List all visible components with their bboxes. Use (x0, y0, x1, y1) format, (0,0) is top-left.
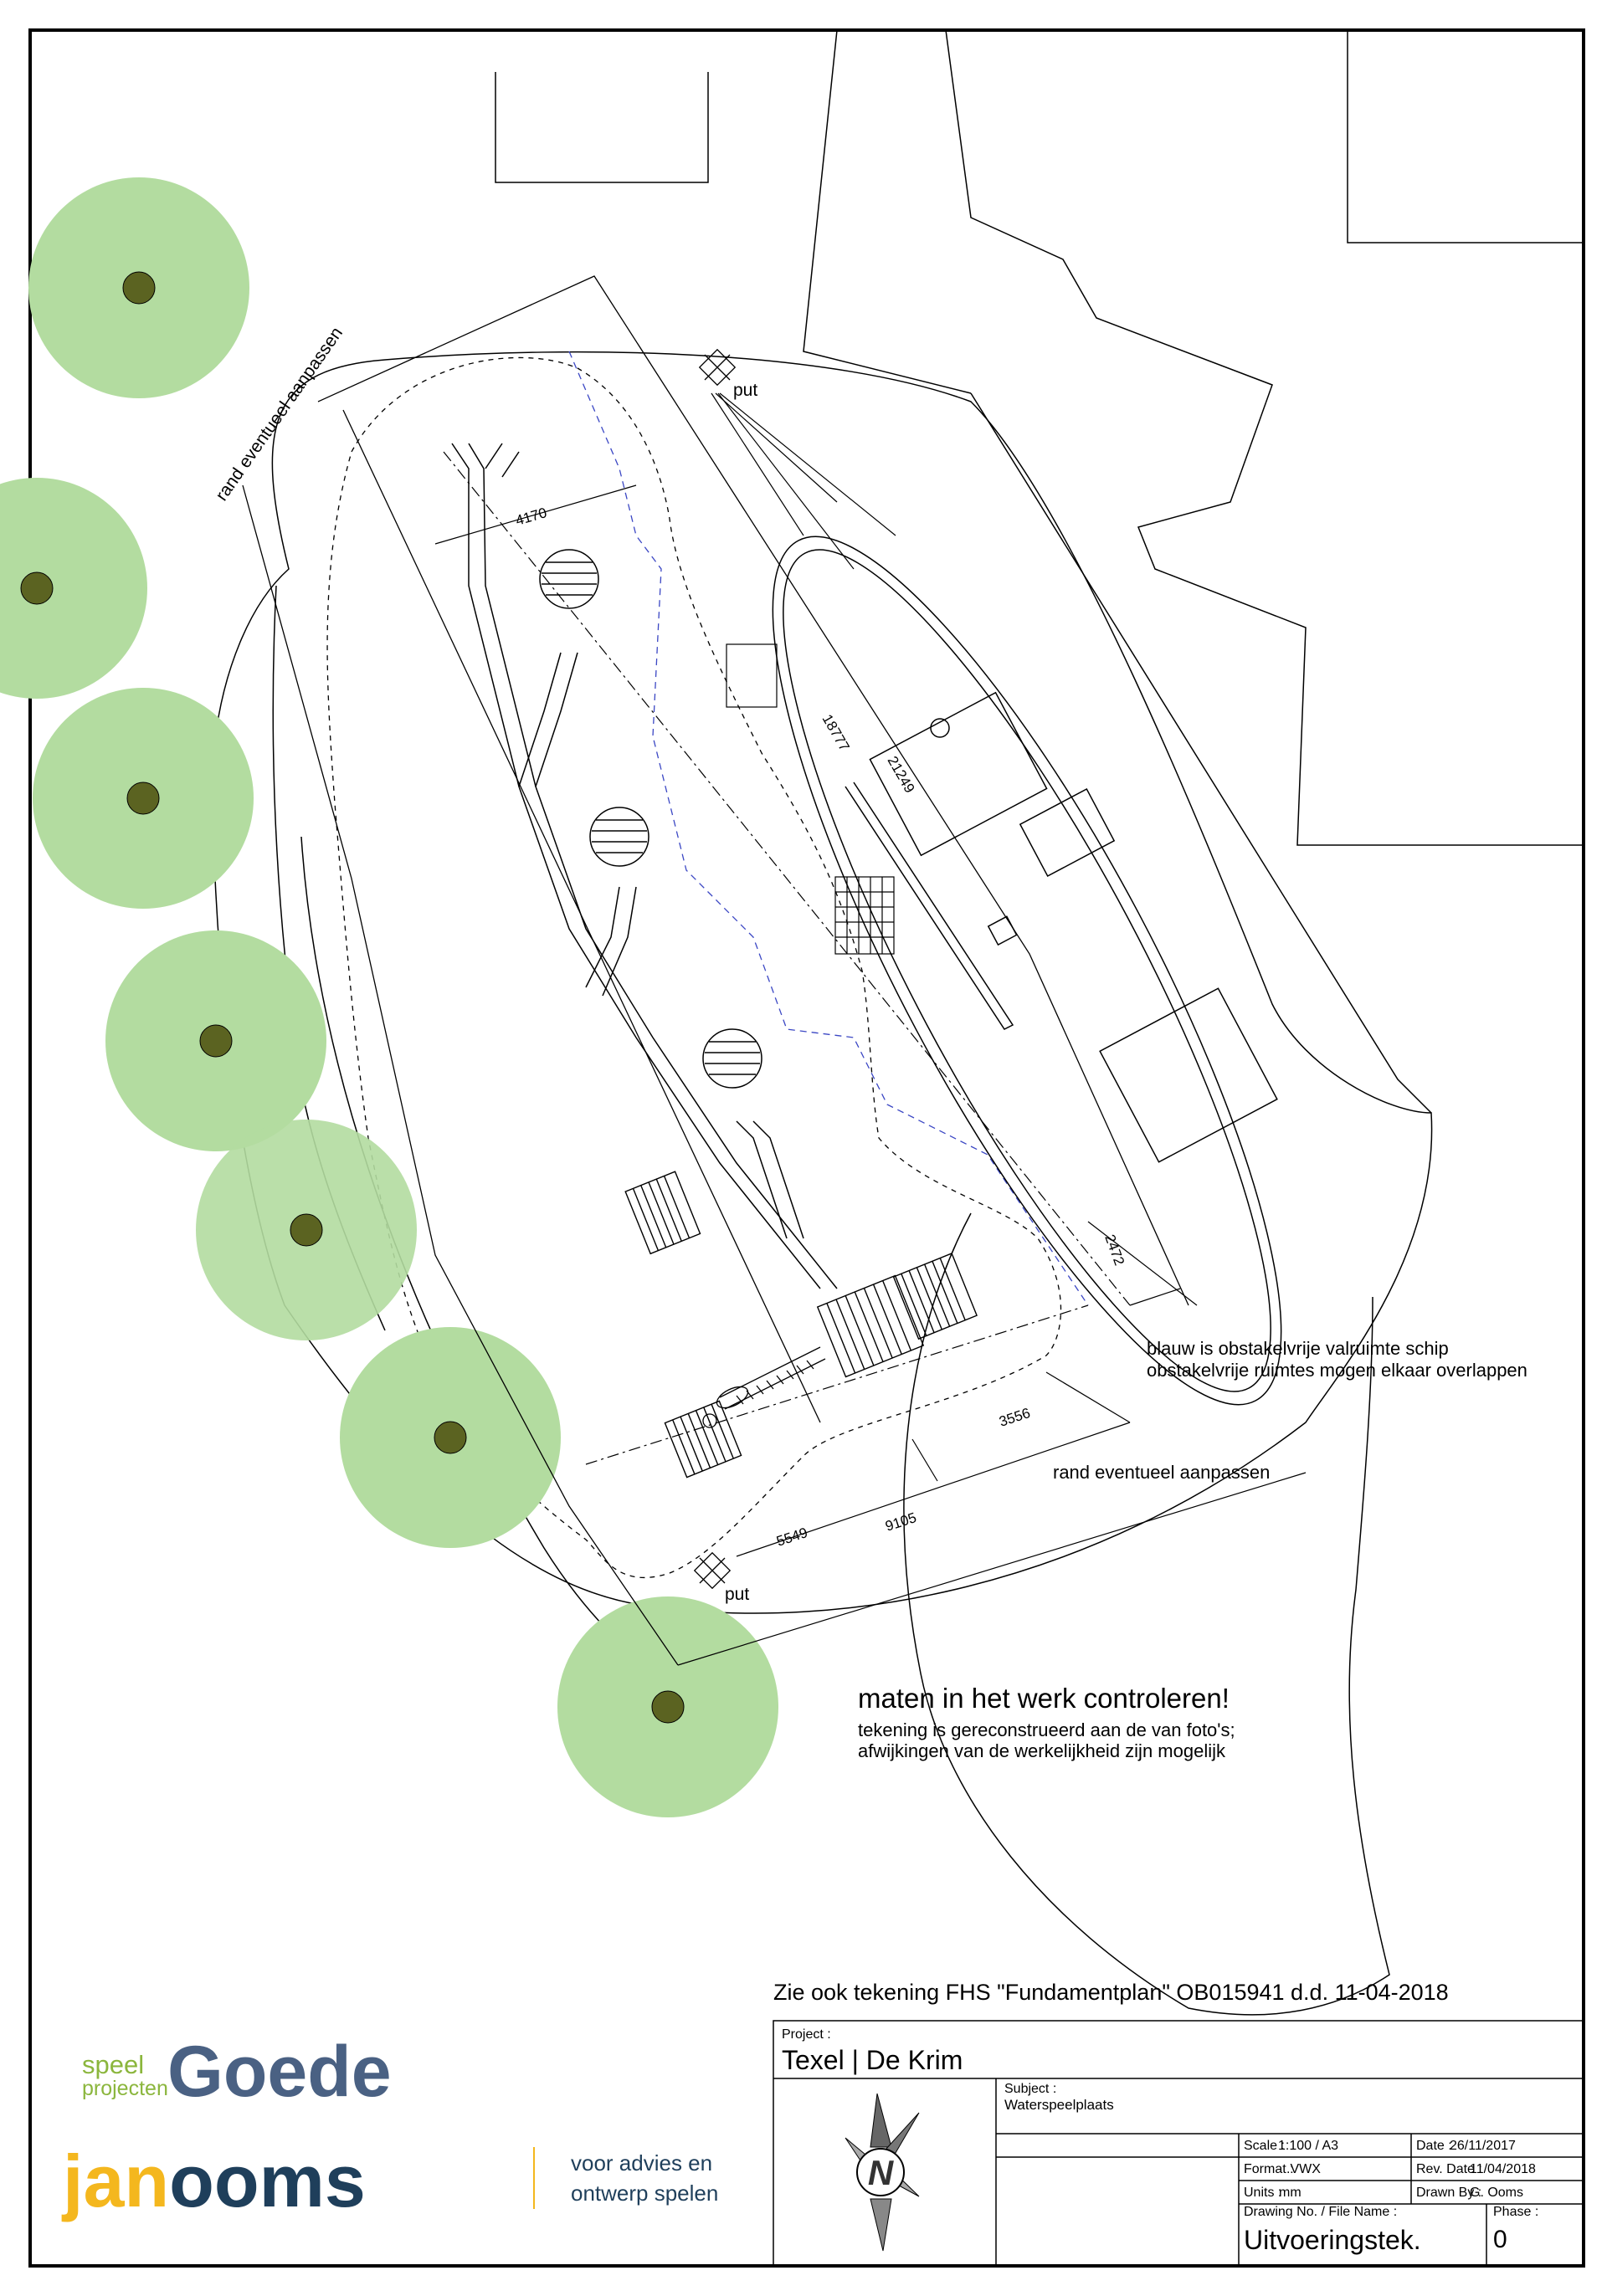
title-block-text: Project : Texel | De Krim Subject : Wate… (782, 2027, 1538, 2255)
blauw-line1: blauw is obstakelvrije valruimte schip (1147, 1338, 1449, 1359)
round-platform (702, 1028, 762, 1089)
project-label: Project : (782, 2027, 831, 2042)
climbing-net (834, 876, 895, 955)
maten-title: maten in het werk controleren! (858, 1683, 1230, 1714)
scale-label: Scale : (1244, 2139, 1285, 2153)
logo-speel: speel (82, 2050, 144, 2079)
compass-letter: N (868, 2153, 895, 2192)
logo-tagline2: ontwerp spelen (571, 2181, 718, 2206)
context-buildings (495, 29, 1584, 1114)
round-platform (539, 549, 599, 609)
tree (28, 177, 249, 398)
put-top (698, 348, 737, 387)
subject-label: Subject : (1004, 2082, 1056, 2096)
trees (0, 177, 778, 1817)
drawingno-value: Uitvoeringstek. (1244, 2225, 1421, 2255)
format-value: .VWX (1286, 2162, 1321, 2176)
blauw-line2: obstakelvrije ruimtes mogen elkaar overl… (1147, 1360, 1527, 1381)
svg-text:janooms: janooms (61, 2140, 366, 2222)
logo-ooms: ooms (169, 2140, 366, 2222)
revdate-label: Rev. Date : (1416, 2162, 1482, 2176)
drawingno-label: Drawing No. / File Name : (1244, 2205, 1397, 2219)
path-curves (272, 585, 1390, 2016)
logo-goede: Goede (167, 2032, 392, 2112)
logo-jan: jan (61, 2140, 169, 2222)
annotations: rand eventueel aanpassen put put blauw i… (212, 324, 1527, 2005)
bench (726, 643, 778, 708)
project-name: Texel | De Krim (782, 2045, 963, 2075)
tree (196, 1120, 417, 1340)
rand-top-label: rand eventueel aanpassen (212, 324, 347, 505)
ship (772, 536, 1282, 1406)
dim-9105: 9105 (883, 1509, 918, 1535)
water-channels (451, 443, 838, 1289)
tree (0, 478, 147, 699)
phase-label: Phase : (1493, 2205, 1538, 2219)
tree (557, 1596, 778, 1817)
phase-value: 0 (1493, 2226, 1507, 2253)
dim-3556: 3556 (997, 1405, 1032, 1430)
logo-tagline1: voor advies en (571, 2150, 712, 2176)
tree (33, 688, 254, 909)
drawnby-label: Drawn By : (1416, 2186, 1481, 2200)
inner-dashed-boundary (326, 356, 1062, 1579)
dim-2472: 2472 (1101, 1233, 1127, 1268)
maten-line1: tekening is gereconstrueerd aan de van f… (858, 1719, 1235, 1740)
scale-value: 1:100 / A3 (1278, 2139, 1338, 2153)
dimension-lines (434, 451, 1307, 1666)
subject-value: Waterspeelplaats (1004, 2097, 1114, 2113)
dim-21249: 21249 (885, 754, 918, 796)
dimension-labels: 4170 18777 21249 2472 3556 5549 9105 (514, 505, 1127, 1550)
units-label: Units : (1244, 2186, 1281, 2200)
fan-lines (711, 392, 896, 570)
round-platforms (539, 549, 762, 1089)
jan-ooms-logo: janooms voor advies en ontwerp spelen (61, 2140, 718, 2222)
revdate-value: 11/04/2018 (1470, 2162, 1536, 2176)
zie-ook-note: Zie ook tekening FHS "Fundamentplan" OB0… (773, 1980, 1449, 2005)
put-bottom-label: put (725, 1585, 749, 1604)
compass-icon: N (845, 2093, 920, 2252)
blue-fall-zone (568, 351, 1089, 1306)
format-label: Format : (1244, 2162, 1294, 2176)
dim-5549: 5549 (774, 1525, 809, 1550)
tree (105, 930, 326, 1151)
tree (340, 1327, 561, 1548)
logo-projecten: projecten (82, 2077, 168, 2100)
units-value: mm (1279, 2186, 1302, 2200)
date-label: Date : (1416, 2139, 1452, 2153)
rand-bottom-label: rand eventueel aanpassen (1053, 1462, 1270, 1483)
maten-line2: afwijkingen van de werkelijkheid zijn mo… (858, 1740, 1226, 1761)
round-platform (589, 807, 649, 867)
dim-4170: 4170 (514, 505, 549, 529)
put-bottom (693, 1551, 732, 1590)
put-top-label: put (733, 381, 757, 400)
date-value: 26/11/2017 (1450, 2139, 1516, 2153)
archimedes-screw (702, 1346, 826, 1428)
title-block (773, 2020, 1584, 2267)
drawnby-value: G. Ooms (1470, 2186, 1523, 2200)
dim-18777: 18777 (819, 712, 853, 754)
decks (624, 1171, 978, 1479)
speel-goede-logo: speel projecten Goede (82, 2032, 392, 2112)
